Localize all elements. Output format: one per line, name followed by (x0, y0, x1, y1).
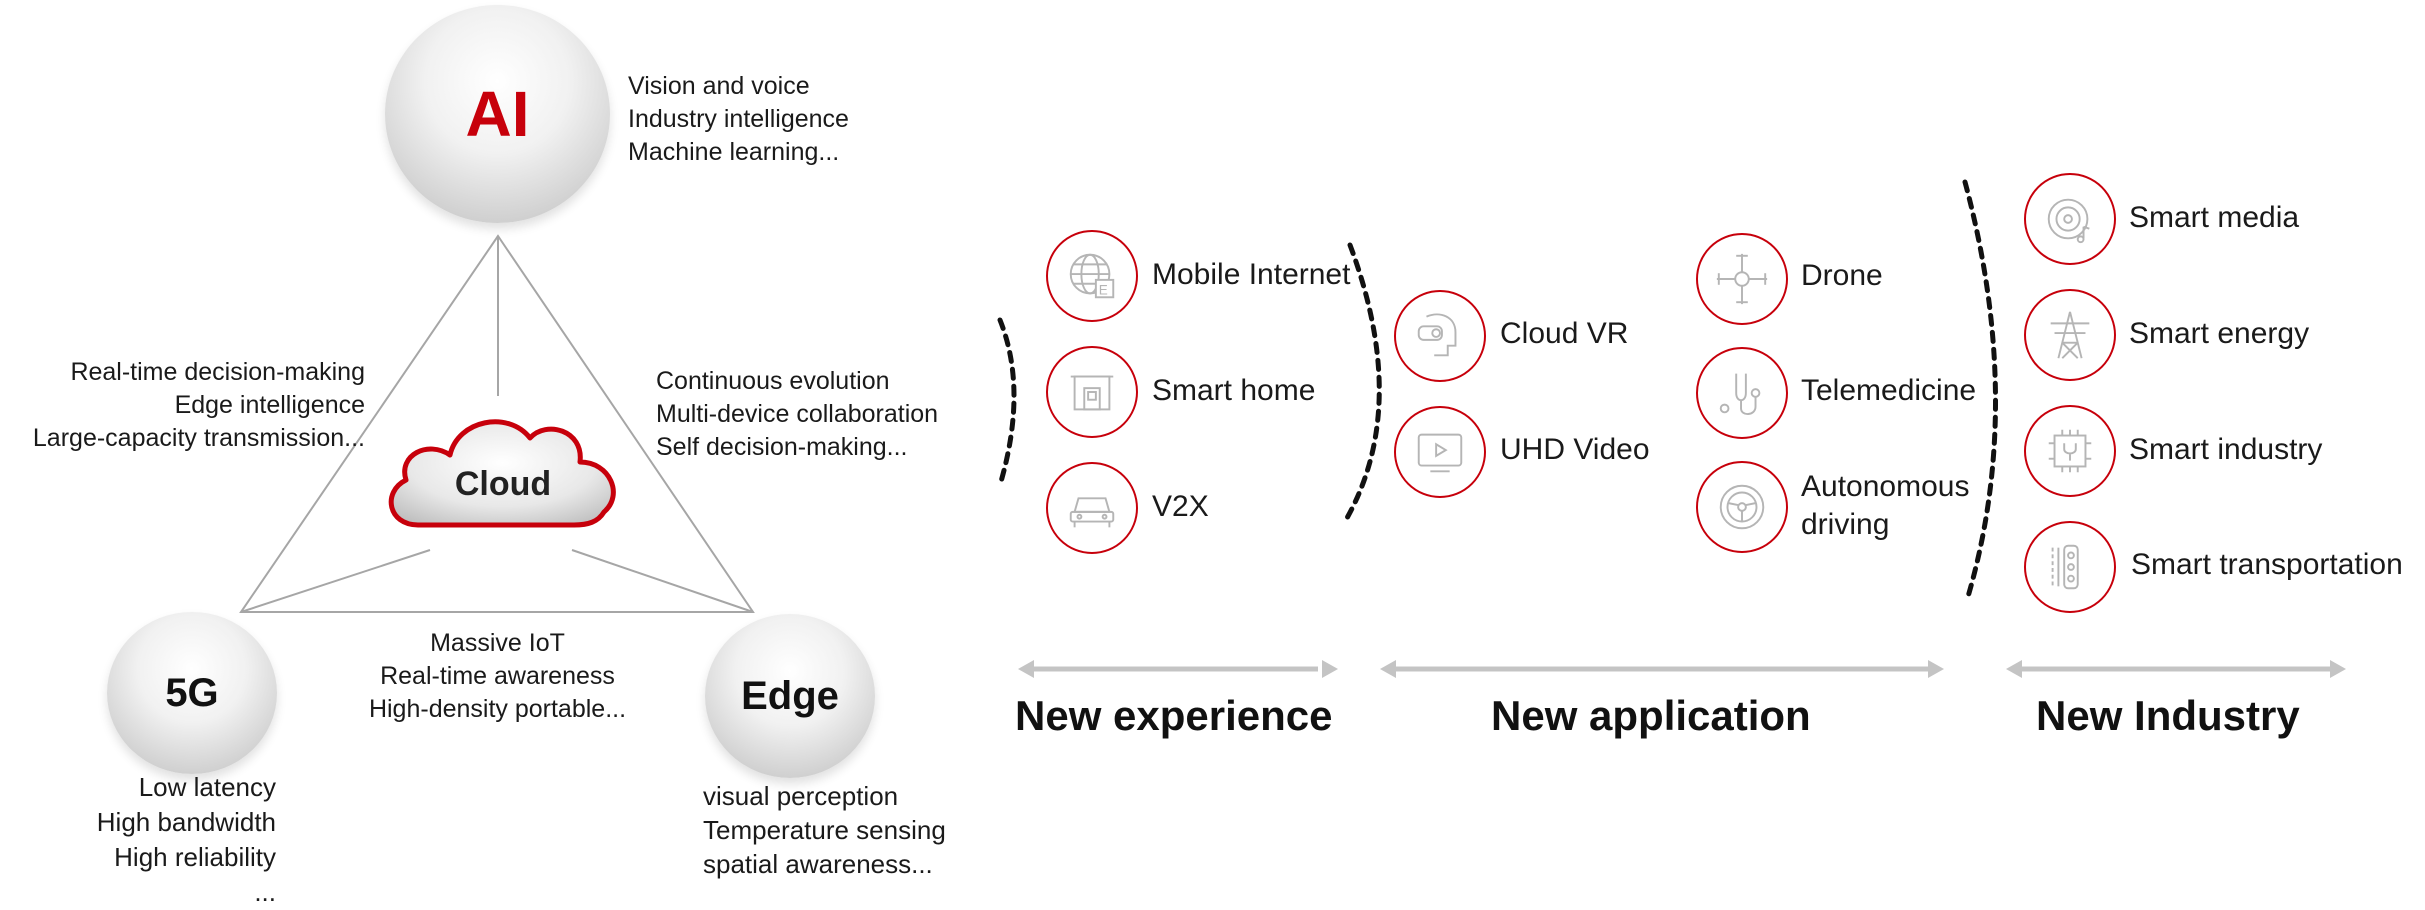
item-smart-energy: Smart energy (2129, 317, 2310, 350)
application-arrow-left-head (1380, 660, 1396, 678)
triangle-outline (239, 234, 755, 613)
5g-feature: ... (254, 877, 276, 907)
bottom-edge-line: High-density portable... (368, 695, 627, 723)
section-title-industry: New Industry (2036, 692, 2300, 739)
5g-to-cloud-line (240, 549, 431, 613)
left-edge-line: Large-capacity transmission... (32, 424, 365, 452)
left-edge-line: Real-time decision-making (70, 358, 365, 386)
left-edge-line: Edge intelligence (174, 391, 365, 419)
bottom-edge-line: Massive IoT (430, 629, 565, 657)
right-edge-line: Self decision-making... (656, 433, 908, 461)
bottom-edge-text: Massive IoT Real-time awareness High-den… (320, 627, 675, 726)
edge-feature: Temperature sensing (703, 815, 946, 845)
media-disc-icon (2024, 173, 2116, 265)
drone-icon (1696, 233, 1788, 325)
left-edge-text: Real-time decision-making Edge intellige… (0, 356, 365, 455)
vr-headset-icon (1394, 290, 1486, 382)
cloud-icon (388, 419, 616, 528)
video-play-icon (1394, 406, 1486, 498)
5g-label: 5G (165, 670, 219, 715)
dashed-arc-2 (1344, 242, 1382, 521)
item-cloud-vr: Cloud VR (1500, 317, 1629, 350)
bottom-edge-line: Real-time awareness (380, 662, 615, 690)
ai-feature: Industry intelligence (628, 105, 849, 133)
industry-arrow-right-head (2330, 660, 2346, 678)
item-smart-home: Smart home (1152, 374, 1316, 407)
edge-features: visual perception Temperature sensing sp… (703, 779, 946, 881)
item-drone: Drone (1801, 259, 1883, 292)
item-smart-industry: Smart industry (2129, 433, 2323, 466)
edge-to-cloud-line (571, 549, 754, 613)
chip-wrench-icon (2024, 405, 2116, 497)
ai-feature: Machine learning... (628, 138, 840, 166)
edge-feature: spatial awareness... (703, 849, 933, 879)
5g-feature: High bandwidth (96, 807, 276, 837)
edge-sphere: Edge (705, 614, 875, 778)
application-arrow-right-head (1928, 660, 1944, 678)
5g-feature: High reliability (114, 842, 276, 872)
ai-features: Vision and voice Industry intelligence M… (628, 70, 849, 169)
edge-label: Edge (741, 673, 839, 718)
ai-label: AI (465, 78, 530, 150)
item-autonomous-driving-line: driving (1801, 508, 1890, 541)
item-smart-media: Smart media (2129, 201, 2300, 234)
section-title-application: New application (1491, 692, 1811, 739)
right-edge-line: Multi-device collaboration (656, 400, 939, 428)
section-title-experience: New experience (1015, 692, 1333, 739)
item-smart-transportation: Smart transportation (2131, 548, 2403, 581)
item-uhd-video: UHD Video (1500, 433, 1650, 466)
section-arrows (1018, 660, 2346, 678)
5g-sphere: 5G (107, 612, 277, 774)
industry-arrow-left-head (2006, 660, 2022, 678)
car-icon (1046, 462, 1138, 554)
item-v2x: V2X (1152, 490, 1209, 523)
item-autonomous-driving: Autonomous driving (1801, 468, 1969, 544)
right-edge-line: Continuous evolution (656, 367, 890, 395)
ai-feature: Vision and voice (628, 72, 810, 100)
ai-sphere: AI (385, 5, 610, 223)
experience-arrow-left-head (1018, 660, 1034, 678)
steering-wheel-icon (1696, 461, 1788, 553)
home-icon (1046, 346, 1138, 438)
dashed-arc-3 (1962, 179, 1998, 603)
dashed-arc-1 (997, 317, 1017, 488)
stethoscope-icon (1696, 347, 1788, 439)
5g-feature: Low latency (138, 772, 276, 802)
globe-icon: E (1046, 230, 1138, 322)
experience-arrow-right-head (1322, 660, 1338, 678)
edge-feature: visual perception (703, 781, 899, 811)
traffic-light-icon (2024, 521, 2116, 613)
dashed-arcs (997, 179, 1998, 603)
cloud-label: Cloud (454, 465, 552, 503)
item-autonomous-driving-line: Autonomous (1801, 470, 1970, 503)
triangle-diagram-lines (239, 234, 755, 613)
svg-text:E: E (1099, 282, 1108, 297)
item-mobile-internet: Mobile Internet (1152, 258, 1351, 291)
item-telemedicine: Telemedicine (1801, 374, 1977, 407)
5g-features: Low latency High bandwidth High reliabil… (40, 770, 276, 910)
right-edge-text: Continuous evolution Multi-device collab… (656, 365, 938, 464)
power-tower-icon (2024, 289, 2116, 381)
